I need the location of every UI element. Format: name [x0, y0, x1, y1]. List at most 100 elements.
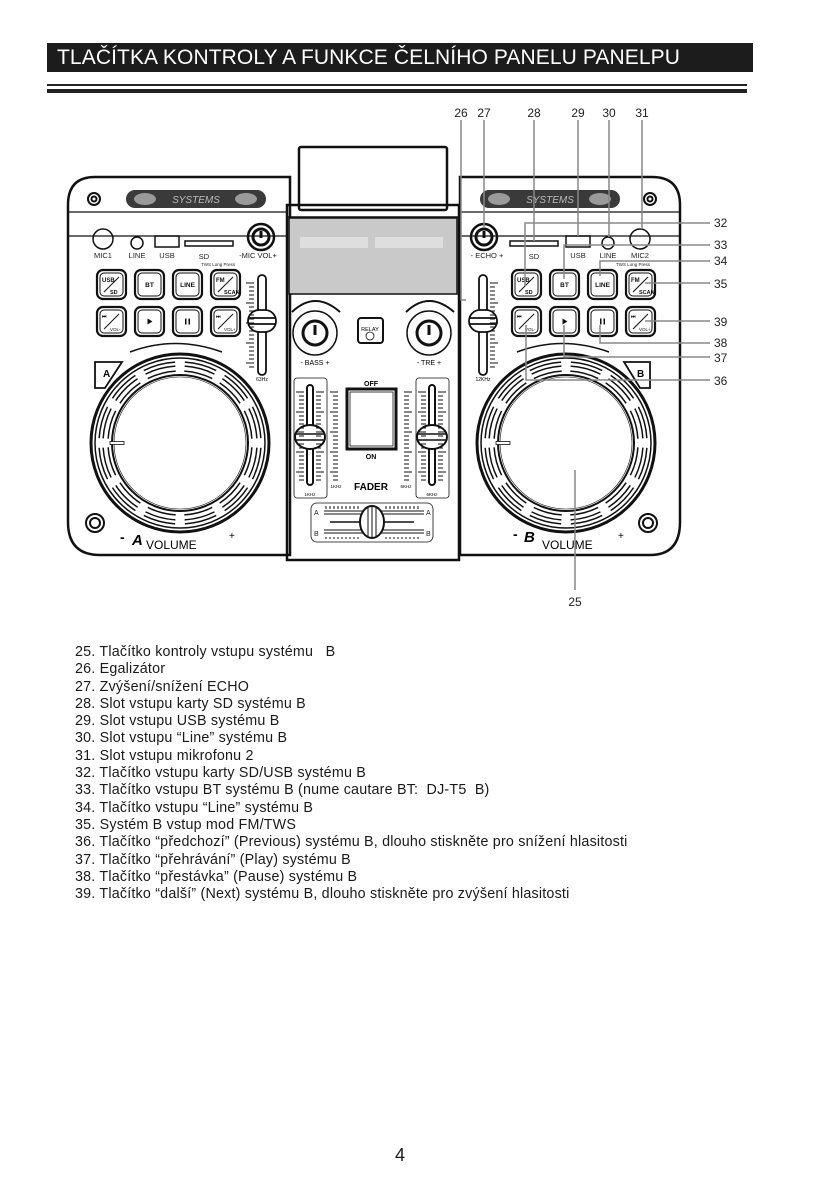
play-icon [147, 318, 153, 325]
mic-vol-knob [246, 222, 276, 252]
svg-text:BT: BT [145, 282, 154, 289]
divider-thick [47, 89, 747, 93]
volume-b-plus: + [618, 531, 624, 542]
relay-button [357, 317, 384, 344]
deck-b-button-pause[interactable] [586, 305, 619, 338]
svg-text:SD: SD [525, 290, 533, 296]
jog-wheel-a [89, 352, 271, 534]
svg-text:FM: FM [631, 278, 640, 284]
label-usb-b: USB [570, 251, 585, 260]
eq-right-panel [415, 377, 450, 499]
eq-left-knob [294, 424, 326, 450]
previous-icon: ⏮VOL- [102, 313, 121, 332]
label-mic-vol: -MIC VOL+ [239, 251, 277, 260]
svg-text:LINE: LINE [595, 282, 610, 289]
svg-text:⏮: ⏮ [102, 314, 107, 320]
svg-text:⏭: ⏭ [216, 314, 221, 320]
treble-knob-ring [406, 310, 452, 356]
brand-plate-a: SYSTEMS [126, 190, 266, 208]
fader-label: FADER [354, 482, 389, 493]
volume-b-label: VOLUME [542, 538, 593, 552]
crossfader-b-left: B [314, 531, 319, 538]
leader-33 [563, 244, 710, 279]
volume-b-minus: - [513, 526, 518, 542]
deck-a-button-previous[interactable]: ⏮VOL- [95, 305, 128, 338]
switch-off-label: OFF [364, 381, 379, 388]
deck-b-button-line[interactable]: LINE [586, 268, 619, 301]
sd-b-slot [509, 240, 559, 247]
previous-icon: ⏮VOL- [517, 313, 536, 332]
eq-right-knob [416, 424, 448, 450]
legend-item-26: 26. Egalizátor [75, 661, 166, 678]
legend-item-27: 27. Zvýšení/snížení ECHO [75, 678, 250, 695]
label-line-a: LINE [129, 251, 146, 260]
svg-text:SCAN: SCAN [224, 290, 240, 296]
mixer-body [285, 203, 461, 562]
eq-right-label: 6KHz [426, 492, 438, 497]
treble-label: - TRE + [417, 360, 441, 367]
callout-26: 26 [454, 106, 468, 120]
legend-item-25: 25. Tlačítko kontroly vstupu systému B [75, 644, 336, 660]
svg-text:SCAN: SCAN [639, 290, 655, 296]
label-sd-a: SD [199, 252, 210, 261]
svg-text:USB: USB [517, 278, 530, 284]
deck-a-button-play[interactable] [133, 305, 166, 338]
callout-32: 32 [714, 216, 728, 230]
front-panel-diagram: SYSTEMS SYSTEMS MIC1 LINE USB SD -MIC VO… [66, 106, 728, 609]
treble-knob [415, 319, 443, 347]
label-mic2: MIC2 [631, 251, 649, 260]
callout-37: 37 [714, 351, 728, 365]
legend-list: 25. Tlačítko kontroly vstupu systému B 2… [75, 644, 628, 903]
deck-a-button-line[interactable]: LINE [171, 268, 204, 301]
line-b-jack [601, 236, 615, 250]
legend-item-33: 33. Tlačítko vstupu BT systému B (nume c… [75, 782, 490, 799]
crossfader-a-left: A [314, 510, 319, 517]
deck-a-tab [94, 361, 124, 389]
slider-a-knob [247, 309, 277, 333]
deck-a-button-next[interactable]: ⏭ VOL+ [209, 305, 242, 338]
pause-icon [600, 318, 605, 325]
phone-holder [297, 145, 449, 212]
label-line-b: LINE [600, 251, 617, 260]
callout-25: 25 [568, 595, 582, 609]
deck-a-button-bt[interactable]: BT [133, 268, 166, 301]
mic2-jack [629, 228, 651, 250]
deck-a-button-pause[interactable] [171, 305, 204, 338]
eq-left-panel [293, 377, 328, 499]
legend-item-35: 35. Systém B vstup mod FM/TWS [75, 816, 297, 833]
eq-left-side-label: 1KHz [330, 484, 342, 489]
callout-31: 31 [635, 106, 649, 120]
lcd-display [288, 217, 458, 295]
label-deck-b: B [637, 369, 644, 380]
deck-b-body [458, 175, 682, 557]
eq-left-label: 1KHz [304, 492, 316, 497]
callout-29: 29 [571, 106, 585, 120]
volume-b-letter: B [524, 529, 535, 546]
callout-36: 36 [714, 374, 728, 388]
deck-b-button-fm-tws[interactable]: FM SCAN [624, 268, 657, 301]
svg-text:USB: USB [102, 278, 115, 284]
jog-marker [109, 441, 125, 445]
volume-a-plus: + [229, 531, 235, 542]
svg-text:⏮: ⏮ [517, 314, 522, 320]
deck-b-button-usb-sd[interactable]: USB SD [510, 268, 543, 301]
bass-knob [301, 319, 329, 347]
callout-33: 33 [714, 238, 728, 252]
legend-item-38: 38. Tlačítko “přestávka” (Pause) systému… [75, 868, 358, 885]
volume-a-label: VOLUME [146, 538, 197, 552]
svg-text:VOL+: VOL+ [224, 327, 236, 332]
label-usb-a: USB [159, 251, 174, 260]
line-icon: LINE [180, 282, 195, 289]
leader-32 [524, 222, 710, 286]
next-icon: ⏭VOL+ [631, 313, 651, 332]
page-title: TLAČÍTKA KONTROLY A FUNKCE ČELNÍHO PANEL… [47, 43, 753, 72]
crossfader-panel [310, 502, 434, 543]
sd-a-slot [184, 240, 234, 247]
slider-b-knob [468, 309, 498, 333]
